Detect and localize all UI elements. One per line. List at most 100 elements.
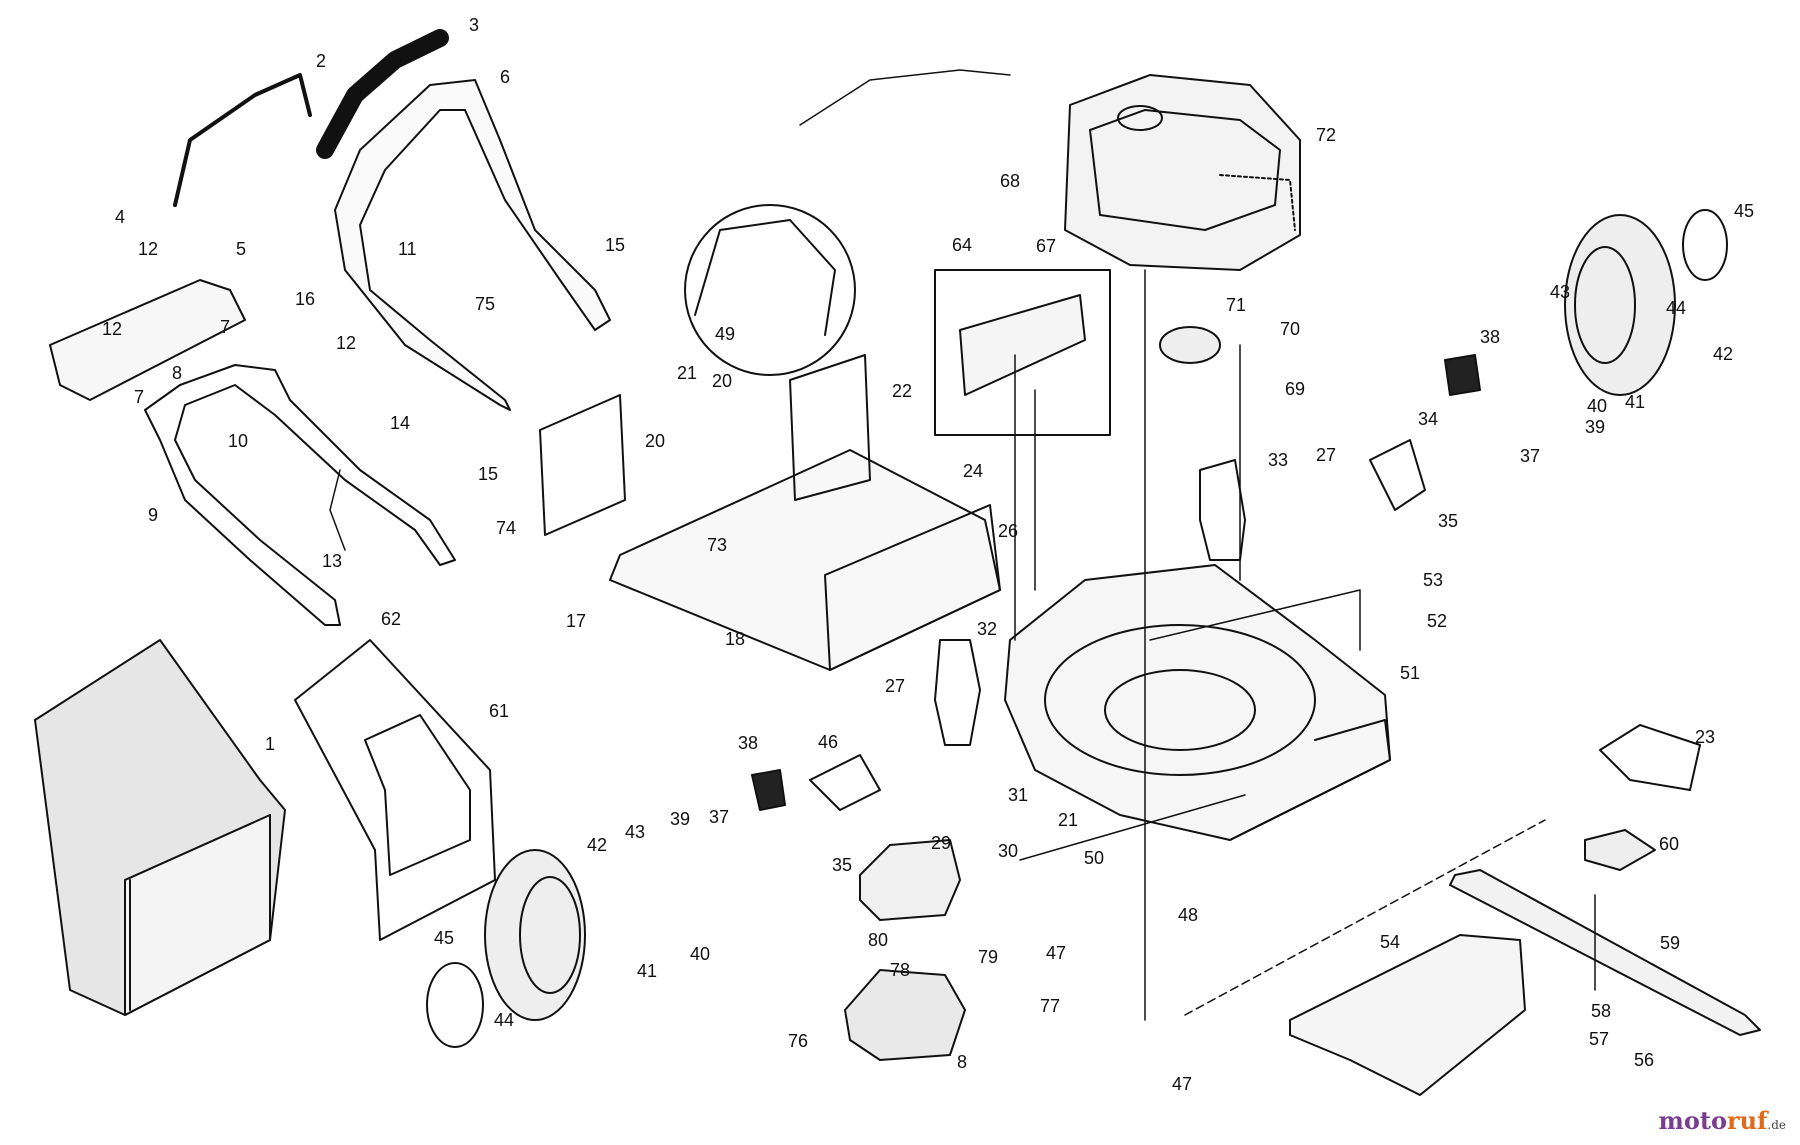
callout-50: 50 [1084,848,1105,868]
callout-12a: 12 [138,239,159,259]
callout-42a: 42 [1713,344,1734,364]
callout-77: 77 [1040,996,1061,1016]
watermark-suffix: .de [1767,1118,1786,1132]
engine-72 [1064,74,1301,271]
callout-73: 73 [707,535,728,555]
callout-5: 5 [236,239,247,259]
callout-51: 51 [1400,663,1421,683]
callout-69: 69 [1285,379,1306,399]
callout-7a: 7 [220,317,231,337]
callout-33: 33 [1268,450,1289,470]
callout-24: 24 [963,461,984,481]
callout-59: 59 [1660,933,1681,953]
callout-39a: 39 [1585,417,1606,437]
callout-18: 18 [725,629,746,649]
callout-15a: 15 [605,235,626,255]
callout-12b: 12 [102,319,123,339]
callout-37b: 37 [709,807,730,827]
callout-40a: 40 [1587,396,1608,416]
hubcap-45-right [1682,209,1728,281]
callout-49: 49 [715,324,736,344]
callout-38b: 38 [738,733,759,753]
callout-7b: 7 [134,387,145,407]
callout-47a: 47 [1046,943,1067,963]
callout-20b: 20 [645,431,666,451]
cover-80 [859,839,961,921]
bracket-22 [789,354,871,501]
callout-30: 30 [998,841,1019,861]
cover-76 [844,969,966,1061]
callout-40b: 40 [690,944,711,964]
callout-53: 53 [1423,570,1444,590]
callout-44b: 44 [494,1010,515,1030]
baffle-54 [1289,934,1526,1096]
callout-62: 62 [381,609,402,629]
watermark-logo: motoruf.de [1658,1106,1786,1135]
callout-80: 80 [868,930,889,950]
callout-21a: 21 [677,363,698,383]
callout-67: 67 [1036,236,1057,256]
callout-31: 31 [1008,785,1029,805]
lower-handle-9 [144,364,456,626]
callout-2: 2 [316,51,327,71]
lever-38b [1444,354,1481,396]
callout-10: 10 [228,431,249,451]
callout-15b: 15 [478,464,499,484]
callout-45a: 45 [1734,201,1755,221]
callout-21b: 21 [1058,810,1079,830]
callout-27a: 27 [1316,445,1337,465]
callout-47b: 47 [1172,1074,1193,1094]
callout-48: 48 [1178,905,1199,925]
callout-11: 11 [398,239,417,259]
callout-6: 6 [500,67,511,87]
wheel-42-left [484,849,586,1021]
callout-16: 16 [295,289,316,309]
plate-74 [539,394,626,536]
callout-43a: 43 [1550,282,1571,302]
callout-43b: 43 [625,822,646,842]
callout-9: 9 [148,505,159,525]
callout-34: 34 [1418,409,1439,429]
callout-78: 78 [890,960,911,980]
callout-20a: 20 [712,371,733,391]
callout-29: 29 [931,833,952,853]
lever-38a [751,769,786,811]
callout-54: 54 [1380,932,1401,952]
callout-8b: 8 [957,1052,968,1072]
callout-27b: 27 [885,676,906,696]
upper-cable-2 [173,73,312,207]
callout-14: 14 [390,413,411,433]
callout-56: 56 [1634,1050,1655,1070]
deflector-26 [609,449,1001,671]
callout-35b: 35 [832,855,853,875]
callout-71: 71 [1226,295,1247,315]
callout-44a: 44 [1666,298,1687,318]
grass-bag [34,639,286,1016]
detail-circle-49 [684,204,856,376]
watermark-part2: ruf [1726,1106,1768,1135]
callout-3: 3 [469,15,480,35]
callout-76: 76 [788,1031,809,1051]
bracket-32 [934,639,981,746]
callout-74: 74 [496,518,517,538]
callout-75: 75 [475,294,496,314]
bracket-33 [1199,459,1246,561]
callout-39b: 39 [670,809,691,829]
callout-72: 72 [1316,125,1337,145]
wheel-42-right [1564,214,1676,396]
pulley-71 [1159,326,1221,364]
watermark-part1: moto [1658,1106,1727,1135]
callout-58: 58 [1591,1001,1612,1021]
callout-42b: 42 [587,835,608,855]
bag-frame [294,639,496,941]
callout-4: 4 [115,207,126,227]
callout-68: 68 [1000,171,1021,191]
callout-41b: 41 [637,961,658,981]
callout-22: 22 [892,381,913,401]
callout-23: 23 [1695,727,1716,747]
part-box-64 [934,269,1111,436]
callout-8a: 8 [172,363,183,383]
callout-17: 17 [566,611,587,631]
callout-61: 61 [489,701,510,721]
